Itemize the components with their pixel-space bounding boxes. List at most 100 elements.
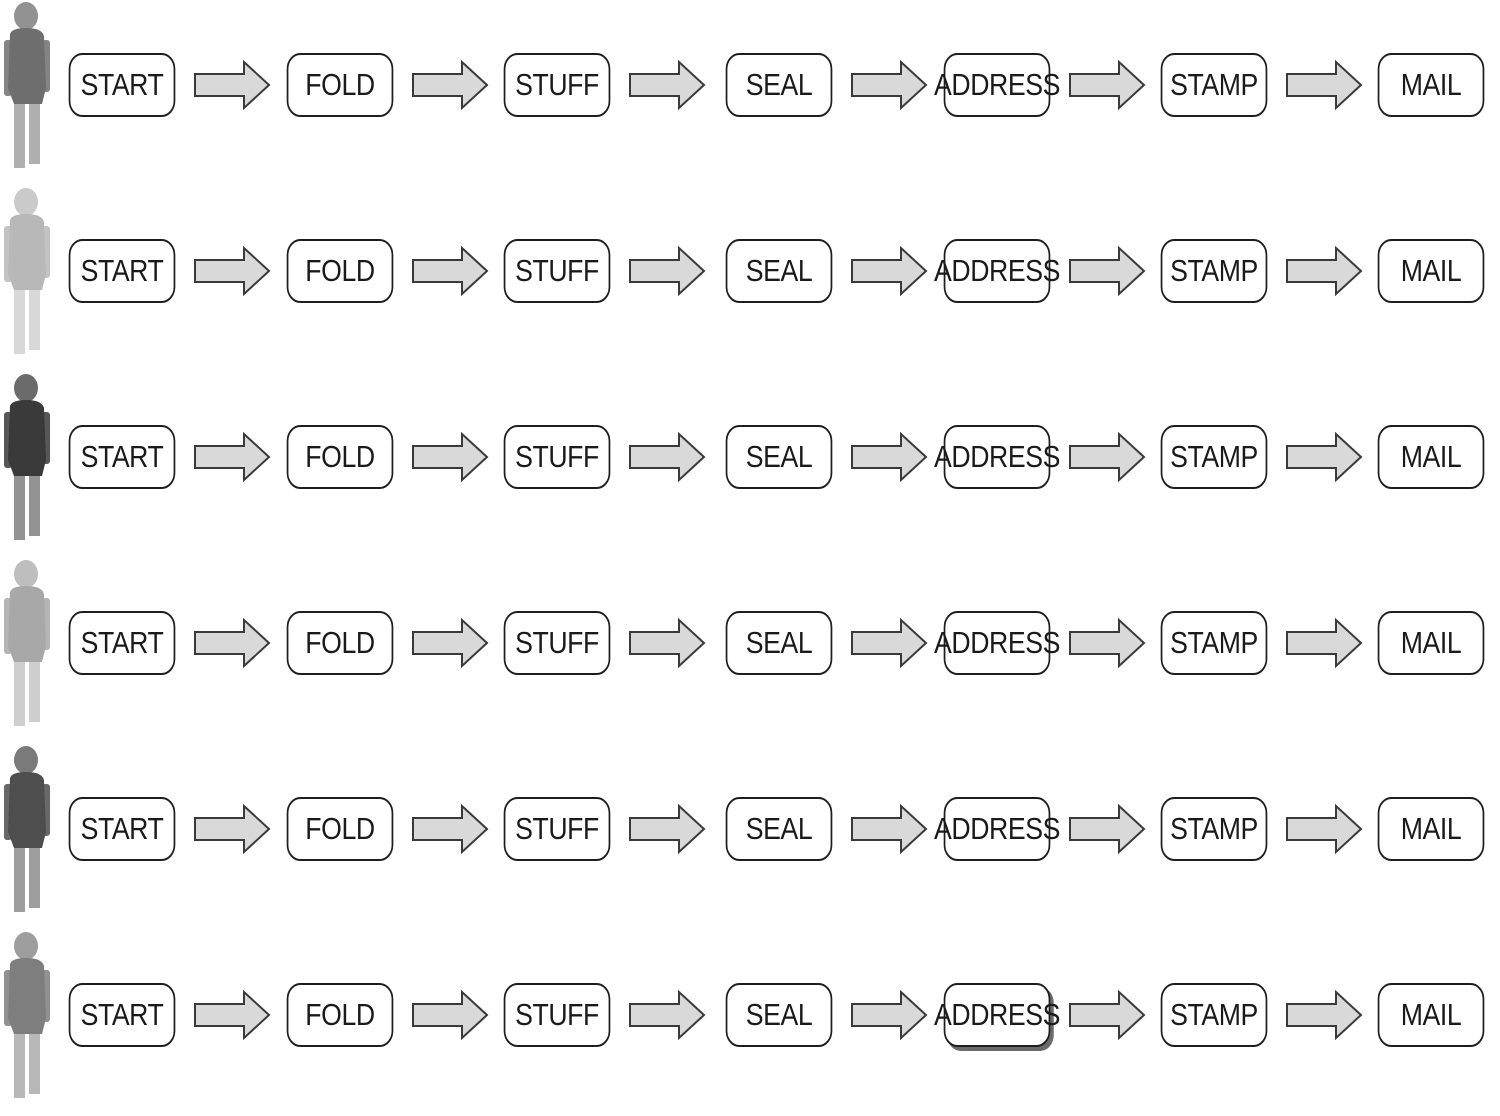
step-seal: SEAL <box>725 239 833 303</box>
arrow-right-icon <box>1284 616 1364 670</box>
step-label: STUFF <box>515 811 599 846</box>
arrow-right-icon <box>627 616 707 670</box>
arrow-right-icon <box>192 616 272 670</box>
arrow-right-icon <box>627 988 707 1042</box>
step-address: ADDRESS <box>934 611 1060 675</box>
arrow-right-icon <box>1067 988 1147 1042</box>
step-label: ADDRESS <box>934 625 1060 660</box>
arrow-right-icon <box>849 58 929 112</box>
person-icon <box>2 372 52 544</box>
step-label: SEAL <box>745 67 813 102</box>
step-mail: MAIL <box>1377 611 1485 675</box>
step-label: STAMP <box>1170 625 1258 660</box>
step-stuff: STUFF <box>503 797 611 861</box>
process-lane: START FOLD STUFF SEAL ADDRESS STAMP MAIL <box>0 930 1500 1116</box>
step-label: MAIL <box>1400 253 1462 288</box>
arrow-right-icon <box>1067 616 1147 670</box>
step-mail: MAIL <box>1377 425 1485 489</box>
step-stuff: STUFF <box>503 239 611 303</box>
step-label: SEAL <box>745 997 813 1032</box>
arrow-right-icon <box>627 244 707 298</box>
step-label: START <box>80 997 164 1032</box>
step-label: START <box>80 253 164 288</box>
step-stamp: STAMP <box>1160 797 1268 861</box>
step-label: START <box>80 625 164 660</box>
step-label: STUFF <box>515 625 599 660</box>
step-label: STUFF <box>515 439 599 474</box>
arrow-right-icon <box>1284 244 1364 298</box>
step-start: START <box>68 983 176 1047</box>
step-mail: MAIL <box>1377 53 1485 117</box>
arrow-right-icon <box>1284 430 1364 484</box>
person-icon <box>2 558 52 730</box>
arrow-right-icon <box>192 58 272 112</box>
step-label: STAMP <box>1170 811 1258 846</box>
step-label: START <box>80 811 164 846</box>
step-fold: FOLD <box>286 239 394 303</box>
step-label: STAMP <box>1170 253 1258 288</box>
step-address: ADDRESS <box>934 983 1060 1047</box>
step-label: FOLD <box>305 625 375 660</box>
arrow-right-icon <box>627 430 707 484</box>
step-label: ADDRESS <box>934 439 1060 474</box>
step-stamp: STAMP <box>1160 983 1268 1047</box>
step-label: ADDRESS <box>934 67 1060 102</box>
arrow-right-icon <box>410 244 490 298</box>
step-label: START <box>80 67 164 102</box>
step-start: START <box>68 611 176 675</box>
step-stamp: STAMP <box>1160 425 1268 489</box>
step-seal: SEAL <box>725 983 833 1047</box>
step-label: MAIL <box>1400 625 1462 660</box>
step-address: ADDRESS <box>934 425 1060 489</box>
step-label: SEAL <box>745 439 813 474</box>
step-mail: MAIL <box>1377 983 1485 1047</box>
step-label: ADDRESS <box>934 997 1060 1032</box>
step-label: STUFF <box>515 997 599 1032</box>
arrow-right-icon <box>410 616 490 670</box>
step-label: START <box>80 439 164 474</box>
step-seal: SEAL <box>725 797 833 861</box>
step-stuff: STUFF <box>503 53 611 117</box>
person-icon <box>2 0 52 172</box>
step-address: ADDRESS <box>934 53 1060 117</box>
arrow-right-icon <box>849 616 929 670</box>
step-address: ADDRESS <box>934 797 1060 861</box>
person-icon <box>2 744 52 916</box>
step-label: FOLD <box>305 997 375 1032</box>
step-label: MAIL <box>1400 67 1462 102</box>
step-start: START <box>68 239 176 303</box>
arrow-right-icon <box>192 802 272 856</box>
step-address: ADDRESS <box>934 239 1060 303</box>
arrow-right-icon <box>1284 58 1364 112</box>
step-stamp: STAMP <box>1160 239 1268 303</box>
step-label: MAIL <box>1400 439 1462 474</box>
arrow-right-icon <box>192 244 272 298</box>
step-start: START <box>68 797 176 861</box>
step-mail: MAIL <box>1377 797 1485 861</box>
step-label: STAMP <box>1170 439 1258 474</box>
step-label: FOLD <box>305 67 375 102</box>
arrow-right-icon <box>849 244 929 298</box>
step-label: ADDRESS <box>934 811 1060 846</box>
arrow-right-icon <box>410 430 490 484</box>
step-stuff: STUFF <box>503 425 611 489</box>
step-label: SEAL <box>745 625 813 660</box>
process-lane: START FOLD STUFF SEAL ADDRESS STAMP MAIL <box>0 558 1500 744</box>
step-label: ADDRESS <box>934 253 1060 288</box>
step-start: START <box>68 425 176 489</box>
arrow-right-icon <box>1067 58 1147 112</box>
arrow-right-icon <box>192 988 272 1042</box>
arrow-right-icon <box>1067 244 1147 298</box>
step-seal: SEAL <box>725 425 833 489</box>
arrow-right-icon <box>410 58 490 112</box>
arrow-right-icon <box>1067 430 1147 484</box>
arrow-right-icon <box>1067 802 1147 856</box>
step-fold: FOLD <box>286 53 394 117</box>
step-stuff: STUFF <box>503 983 611 1047</box>
step-start: START <box>68 53 176 117</box>
step-label: FOLD <box>305 439 375 474</box>
arrow-right-icon <box>1284 988 1364 1042</box>
arrow-right-icon <box>849 988 929 1042</box>
step-fold: FOLD <box>286 797 394 861</box>
